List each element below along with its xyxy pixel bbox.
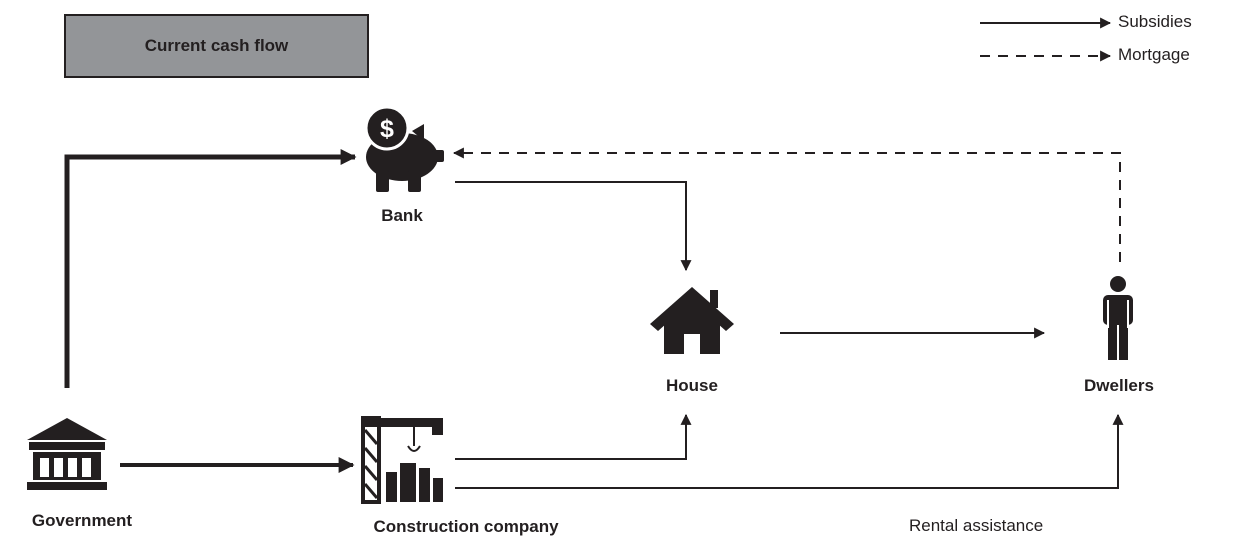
flow-government-to-bank: [64, 149, 357, 388]
piggy-bank-dollar-icon: $: [364, 105, 444, 192]
flow-bank-to-house: [455, 181, 692, 272]
flow-construction-to-dwellers: [455, 413, 1124, 489]
government-building-icon: [27, 418, 107, 490]
node-label-house: House: [666, 376, 718, 395]
flow-dwellers-to-bank-mortgage: [452, 147, 1121, 262]
person-icon: [1103, 276, 1133, 360]
rental-assistance-label: Rental assistance: [909, 516, 1044, 535]
node-label-government: Government: [31, 511, 133, 530]
node-label-construction: Construction company: [373, 517, 559, 536]
flow-construction-to-house: [455, 413, 692, 460]
house-icon: [650, 287, 734, 354]
legend-subsidies-label: Subsidies: [1118, 12, 1192, 31]
node-label-bank: Bank: [381, 206, 423, 225]
svg-text:$: $: [380, 115, 394, 143]
diagram-title: Current cash flow: [64, 14, 369, 78]
legend-mortgage-label: Mortgage: [1118, 45, 1190, 64]
node-label-dwellers: Dwellers: [1084, 376, 1154, 395]
construction-crane-icon: [361, 416, 443, 504]
